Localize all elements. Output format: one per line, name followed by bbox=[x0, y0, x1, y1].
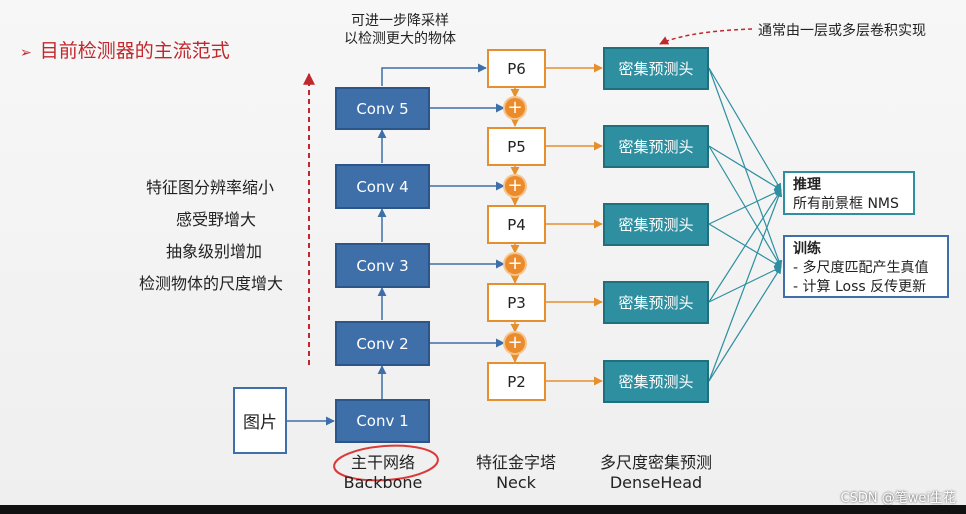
title-text: 目前检测器的主流范式 bbox=[39, 40, 230, 62]
image-input-box: 图片 bbox=[233, 387, 287, 454]
side-note-resolution: 特征图分辨率缩小 bbox=[146, 178, 275, 197]
slide-title: ➢ 目前检测器的主流范式 bbox=[20, 36, 230, 63]
annotation-circle bbox=[333, 444, 439, 482]
p6-block: P6 bbox=[487, 49, 546, 88]
neck-column-label: 特征金字塔 Neck bbox=[460, 453, 572, 493]
downsample-note: 可进一步降采样 以检测更大的物体 bbox=[320, 12, 480, 48]
p5-block: P5 bbox=[487, 127, 546, 166]
plus-node-p2: + bbox=[505, 333, 525, 353]
dense-head-p3: 密集预测头 bbox=[603, 281, 709, 324]
side-note-receptive-field: 感受野增大 bbox=[176, 210, 257, 229]
head-note: 通常由一层或多层卷积实现 bbox=[758, 23, 926, 39]
conv5-block: Conv 5 bbox=[335, 87, 430, 130]
dense-head-p5: 密集预测头 bbox=[603, 125, 709, 168]
p2-block: P2 bbox=[487, 362, 546, 401]
training-item-loss: - 计算 Loss 反传更新 bbox=[793, 279, 927, 295]
dense-head-p2: 密集预测头 bbox=[603, 360, 709, 403]
bottom-bar bbox=[0, 505, 966, 514]
conv1-block: Conv 1 bbox=[335, 399, 430, 443]
training-box: 训练 - 多尺度匹配产生真值 - 计算 Loss 反传更新 bbox=[783, 235, 949, 298]
plus-node-p5: + bbox=[505, 98, 525, 118]
neck-label-zh: 特征金字塔 bbox=[475, 453, 556, 472]
training-item-matching: - 多尺度匹配产生真值 bbox=[793, 260, 929, 276]
watermark: CSDN @笔wei生花 bbox=[840, 491, 956, 506]
conv4-block: Conv 4 bbox=[335, 164, 430, 209]
conv2-block: Conv 2 bbox=[335, 321, 430, 366]
backbone-label-zh: 主干网络 bbox=[350, 453, 415, 472]
inference-title: 推理 bbox=[793, 177, 821, 193]
p3-block: P3 bbox=[487, 283, 546, 322]
plus-node-p4: + bbox=[505, 176, 525, 196]
side-note-scale: 检测物体的尺度增大 bbox=[139, 274, 284, 293]
backbone-column-label: 主干网络 Backbone bbox=[327, 453, 439, 493]
dense-head-p6: 密集预测头 bbox=[603, 47, 709, 90]
training-title: 训练 bbox=[793, 241, 821, 257]
head-column-label: 多尺度密集预测 DenseHead bbox=[586, 453, 726, 493]
side-note-abstraction: 抽象级别增加 bbox=[166, 242, 263, 261]
head-label-zh: 多尺度密集预测 bbox=[599, 453, 712, 472]
neck-label-en: Neck bbox=[496, 473, 536, 492]
p4-block: P4 bbox=[487, 205, 546, 244]
plus-node-p3: + bbox=[505, 254, 525, 274]
inference-box: 推理 所有前景框 NMS bbox=[783, 171, 915, 215]
downsample-note-line1: 可进一步降采样 bbox=[351, 13, 449, 29]
backbone-label-en: Backbone bbox=[343, 473, 423, 492]
inference-text: 所有前景框 NMS bbox=[793, 196, 899, 212]
dense-head-p4: 密集预测头 bbox=[603, 203, 709, 246]
bullet-arrow-icon: ➢ bbox=[20, 45, 32, 61]
conv3-block: Conv 3 bbox=[335, 243, 430, 288]
downsample-note-line2: 以检测更大的物体 bbox=[344, 31, 456, 47]
head-label-en: DenseHead bbox=[609, 473, 703, 492]
